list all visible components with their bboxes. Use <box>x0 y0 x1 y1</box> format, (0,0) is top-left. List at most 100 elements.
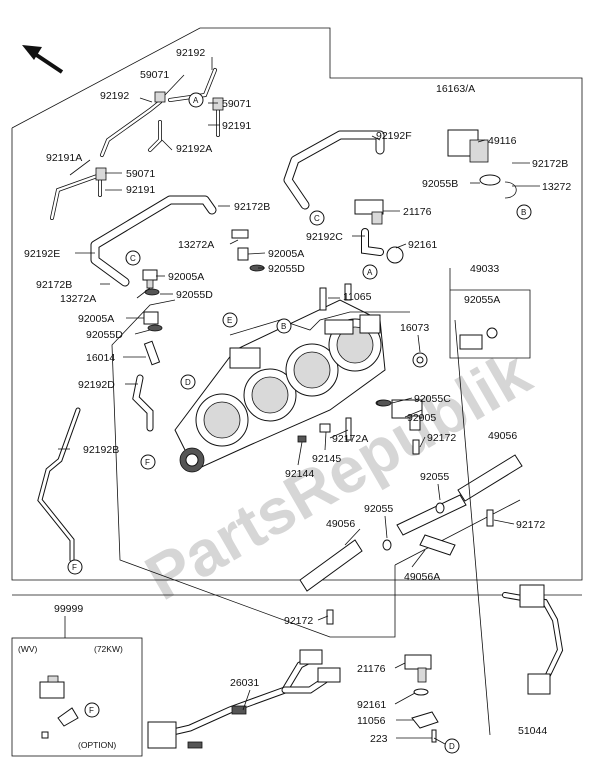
part-label: 49116 <box>488 135 517 147</box>
part-label: 92172B <box>234 201 270 213</box>
part-label: 92192A <box>176 143 212 155</box>
ref-b: B <box>521 208 526 217</box>
part-label: 59071 <box>222 98 251 110</box>
injector-stack-mid <box>231 229 265 272</box>
harness-26031 <box>147 649 341 749</box>
part-label: 92055 <box>420 471 449 483</box>
oring-92055-a <box>435 502 445 514</box>
wire-51044 <box>502 584 564 695</box>
inset-option-label: (OPTION) <box>78 740 116 750</box>
part-label: 13272A <box>60 293 96 305</box>
part-label: 92172B <box>532 158 568 170</box>
sensor-group-21176 <box>404 654 439 743</box>
valve-49116 <box>447 129 489 163</box>
part-label: 92055D <box>86 329 123 341</box>
part-label: 92161 <box>408 239 437 251</box>
bolt-92172-c <box>326 609 334 625</box>
assembly-outline <box>11 27 583 581</box>
part-label: 26031 <box>230 677 259 689</box>
part-labels: 92192 59071 92192 59071 92191 92192A 921… <box>18 47 571 750</box>
part-label: 92005A <box>168 271 204 283</box>
part-label: 92191 <box>126 184 155 196</box>
part-label: 16163/A <box>436 83 475 95</box>
part-label: 92172B <box>36 279 72 291</box>
sub-assembly-outline <box>229 311 410 336</box>
hose-92192B <box>37 407 81 563</box>
oring-92161 <box>386 246 404 264</box>
part-label: 59071 <box>126 168 155 180</box>
injector-stack-left <box>142 269 163 366</box>
pin-11065 <box>319 283 352 311</box>
part-label: 223 <box>370 733 388 745</box>
ref-f: F <box>145 458 150 467</box>
bracket-49033 <box>449 268 531 359</box>
ref-d: D <box>449 742 455 751</box>
inset-box <box>11 637 143 757</box>
part-label: 99999 <box>54 603 83 615</box>
part-label: 49056A <box>404 571 440 583</box>
part-label: 92172 <box>427 432 456 444</box>
leader-line <box>454 319 491 736</box>
part-label: 92005 <box>407 412 436 424</box>
direction-arrow-icon <box>22 45 64 74</box>
part-label: 92055A <box>464 294 500 306</box>
part-label: 16073 <box>400 322 429 334</box>
part-label: 92191 <box>222 120 251 132</box>
fitting-49033 <box>459 327 498 350</box>
ref-a: A <box>367 268 373 277</box>
part-label: 11056 <box>357 715 386 727</box>
ref-f: F <box>72 563 77 572</box>
part-label: 21176 <box>403 206 432 218</box>
part-label: 92055B <box>422 178 458 190</box>
part-label: 92192E <box>24 248 60 260</box>
part-label: 92172 <box>516 519 545 531</box>
part-label: 49056 <box>488 430 517 442</box>
part-label: 49056 <box>326 518 355 530</box>
part-label: 92055C <box>414 393 451 405</box>
hose-group-top <box>50 68 224 220</box>
part-label: 92161 <box>357 699 386 711</box>
spring-92145 <box>319 423 331 433</box>
fuel-rail-49056-left <box>299 539 363 592</box>
ref-c: C <box>130 254 136 263</box>
part-label: 92145 <box>312 453 341 465</box>
leader-lines <box>58 57 540 745</box>
part-label: 21176 <box>357 663 386 675</box>
ref-a: A <box>193 96 199 105</box>
part-label: 92005A <box>268 248 304 260</box>
part-label: 92055 <box>364 503 393 515</box>
bolt-92172-a <box>486 509 494 527</box>
throttle-bracket <box>111 299 396 638</box>
part-label: 13272A <box>178 239 214 251</box>
nut-92144 <box>297 435 307 443</box>
part-label: 92172A <box>332 433 368 445</box>
oring-92055-b <box>382 539 392 551</box>
fuel-rail-49056-right <box>457 454 523 502</box>
joint-49056A <box>396 494 467 556</box>
part-label: 92005A <box>78 313 114 325</box>
inset-variant-label: (WV) <box>18 644 38 654</box>
ref-circles: A C B A C E B D F F F D <box>67 92 532 754</box>
bolt-92172-b <box>412 439 420 455</box>
connector-99999 <box>39 675 79 739</box>
part-label: 11065 <box>343 291 372 303</box>
part-label: 59071 <box>140 69 169 81</box>
part-label: 92055D <box>268 263 305 275</box>
part-label: 92192 <box>100 90 129 102</box>
leader-line <box>394 499 521 566</box>
ref-f: F <box>89 706 94 715</box>
part-label: 92192F <box>376 130 412 142</box>
part-label: 13272 <box>542 181 571 193</box>
part-label: 92191A <box>46 152 82 164</box>
part-label: 92192 <box>176 47 205 59</box>
ref-e: E <box>227 316 232 325</box>
part-label: 92192D <box>78 379 115 391</box>
part-label: 51044 <box>518 725 547 737</box>
oring-92055C <box>376 399 392 407</box>
part-label: 16014 <box>86 352 115 364</box>
part-label: 92172 <box>284 615 313 627</box>
part-label: 92192C <box>306 231 343 243</box>
part-label: 92144 <box>285 468 314 480</box>
bolt-92172A <box>345 417 352 441</box>
